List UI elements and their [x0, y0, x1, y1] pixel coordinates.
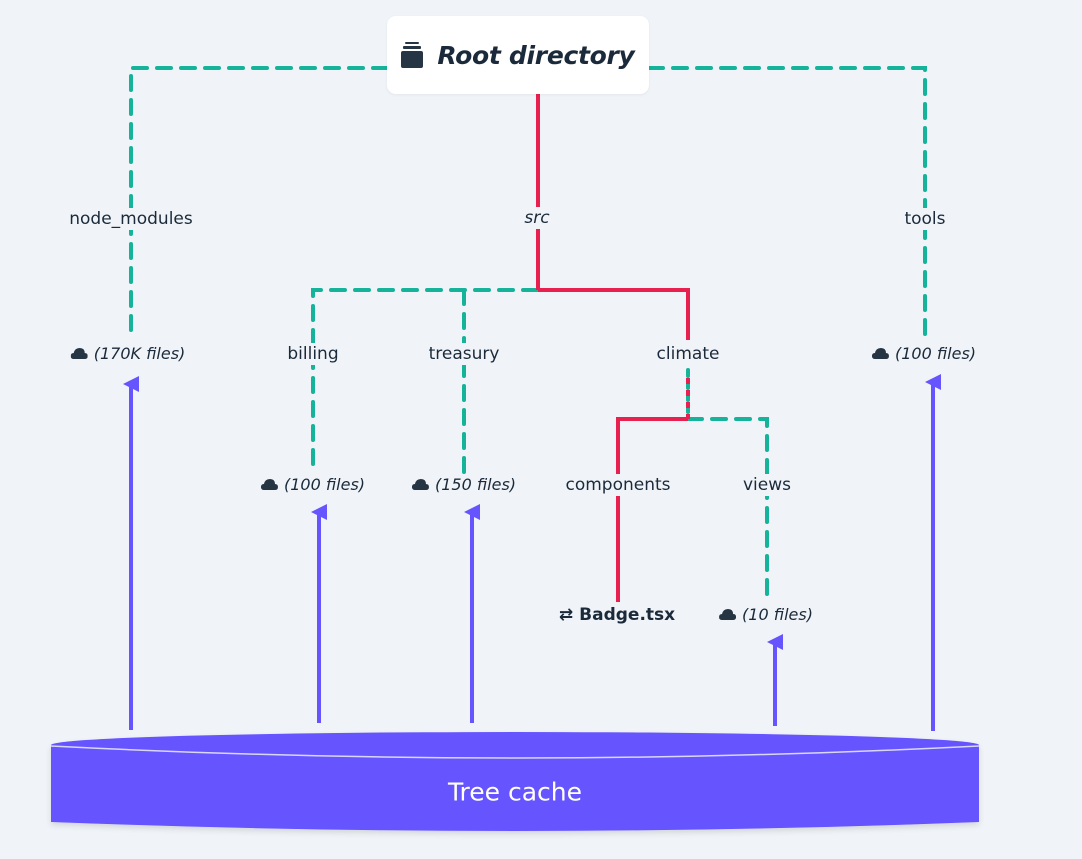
- edge-src-billing: [311, 288, 539, 474]
- edge-climate-views: [686, 417, 769, 604]
- edge-src-climate: [538, 288, 690, 340]
- cloud-icon: [260, 478, 278, 490]
- node-billing[interactable]: billing: [285, 343, 341, 365]
- node-node-modules[interactable]: node_modules: [67, 208, 195, 230]
- edge-root-tools: [647, 66, 927, 342]
- cloud-icon: [719, 608, 737, 620]
- edge-root-node-modules: [129, 66, 389, 342]
- swap-arrows-icon: ⇄: [558, 605, 574, 625]
- node-treasury[interactable]: treasury: [426, 343, 502, 365]
- node-tools[interactable]: tools: [902, 208, 948, 230]
- node-components[interactable]: components: [563, 474, 673, 496]
- node-views[interactable]: views: [740, 474, 794, 496]
- tree-cache-label: Tree cache: [447, 777, 583, 807]
- edge-climate-components: [616, 417, 688, 602]
- cloud-icon: [871, 347, 889, 359]
- cloud-icon: [70, 347, 88, 359]
- root-directory-label: Root directory: [437, 40, 635, 70]
- leaf-treasury-count: (150 files): [409, 474, 519, 496]
- root-directory-node[interactable]: Root directory: [387, 16, 649, 94]
- leaf-billing-count: (100 files): [258, 474, 368, 496]
- box-stack-icon: [401, 42, 424, 68]
- leaf-views-count: (10 files): [717, 604, 815, 626]
- leaf-node-modules-count: (170K files): [68, 343, 188, 365]
- cloud-icon: [411, 478, 429, 490]
- leaf-badge-file[interactable]: ⇄Badge.tsx: [556, 604, 678, 626]
- leaf-tools-count: (100 files): [869, 343, 979, 365]
- tree-cache-cylinder: [50, 732, 980, 831]
- node-src[interactable]: src: [522, 207, 552, 229]
- node-climate[interactable]: climate: [654, 343, 722, 365]
